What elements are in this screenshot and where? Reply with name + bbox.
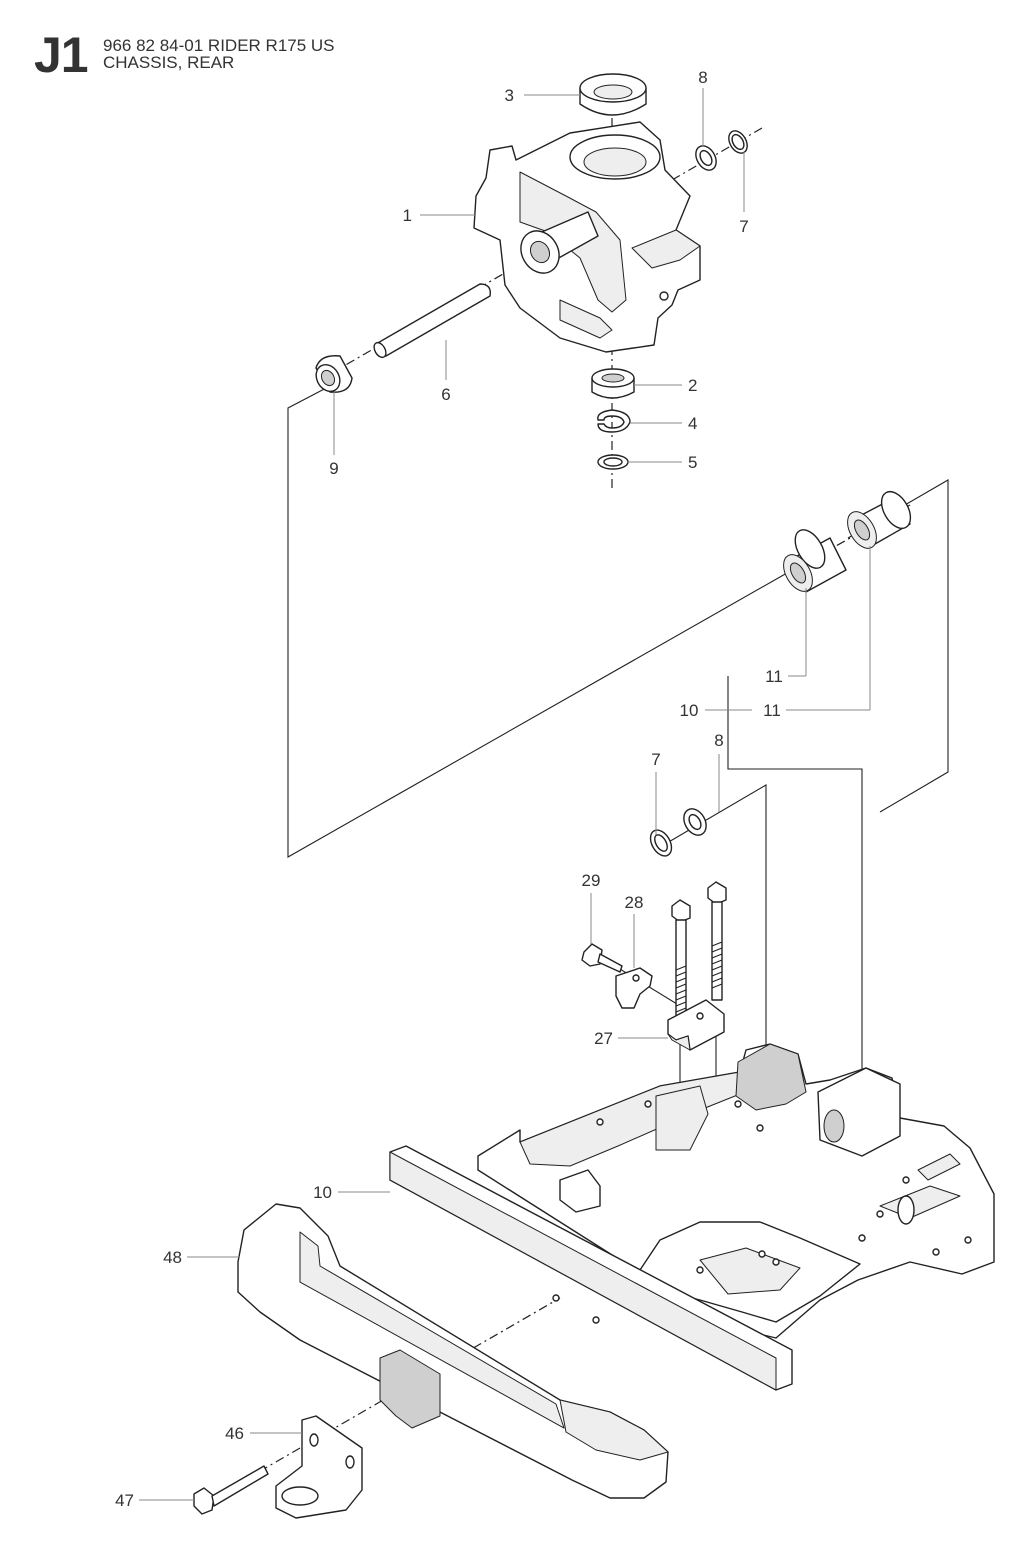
circlip — [597, 409, 631, 433]
callout-5: 5 — [688, 453, 697, 472]
bracket — [667, 999, 725, 1051]
leader-lines — [139, 88, 871, 1501]
sleeve-2 — [847, 490, 912, 549]
circlip-top — [728, 130, 748, 154]
callout-8-lower: 8 — [714, 731, 723, 750]
callout-11-upper: 11 — [765, 667, 783, 686]
callout-8: 8 — [698, 68, 707, 87]
bolt-left — [671, 899, 691, 1023]
rear-chassis-frame — [477, 1043, 995, 1339]
callout-29: 29 — [582, 871, 601, 890]
callout-48: 48 — [163, 1248, 182, 1267]
callout-11-lower: 11 — [763, 701, 781, 720]
callout-6: 6 — [441, 385, 450, 404]
callout-3: 3 — [505, 86, 514, 105]
callout-2: 2 — [688, 376, 697, 395]
callout-7-lower: 7 — [651, 750, 660, 769]
screw — [581, 943, 623, 973]
callout-4: 4 — [688, 414, 697, 433]
callout-7: 7 — [739, 217, 748, 236]
knuckle-housing — [473, 121, 701, 353]
callout-labels: 3 8 7 1 6 9 2 4 5 11 10 11 7 8 29 28 27 … — [115, 68, 783, 1510]
pivot-pin — [373, 283, 491, 359]
seal-ring — [579, 73, 647, 116]
callout-10-lower: 10 — [313, 1183, 332, 1202]
bumper-bar — [389, 1145, 793, 1391]
washer — [597, 454, 629, 470]
callout-9: 9 — [329, 459, 338, 478]
sleeve-1 — [783, 529, 847, 593]
page-code: J1 — [34, 27, 89, 83]
callout-1: 1 — [403, 206, 412, 225]
bolt-right — [707, 881, 727, 1001]
callout-27: 27 — [594, 1029, 613, 1048]
callout-28: 28 — [625, 893, 644, 912]
clip — [615, 967, 653, 1009]
callout-10-middle: 10 — [680, 701, 699, 720]
model-title: 966 82 84-01 RIDER R175 US — [103, 36, 335, 55]
hitch-plate — [275, 1415, 363, 1519]
washer-lower — [683, 808, 707, 836]
bearing — [591, 368, 635, 399]
diagram-header: J1 966 82 84-01 RIDER R175 US CHASSIS, R… — [0, 0, 1024, 90]
circlip-lower — [649, 829, 673, 857]
weight-bumper — [237, 1203, 669, 1499]
washer-top — [695, 145, 717, 171]
section-title: CHASSIS, REAR — [103, 53, 235, 72]
callout-46: 46 — [225, 1424, 244, 1443]
callout-47: 47 — [115, 1491, 134, 1510]
bushing-left — [315, 355, 353, 393]
hitch-bolt — [193, 1465, 269, 1515]
